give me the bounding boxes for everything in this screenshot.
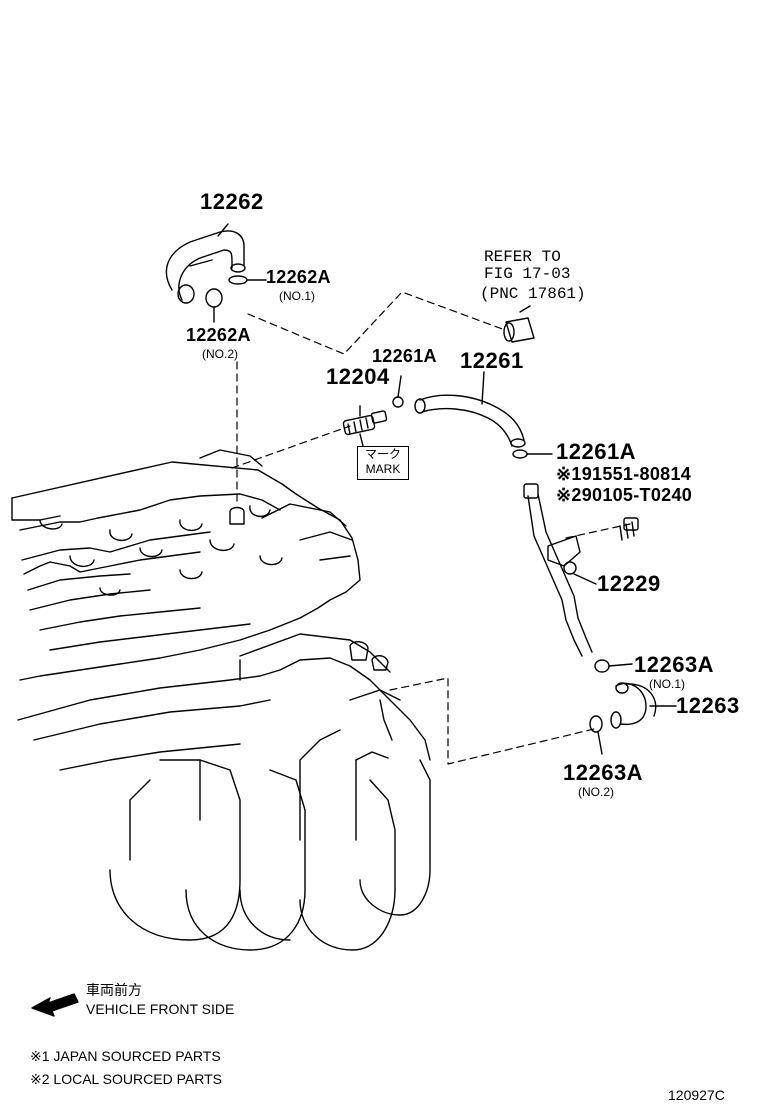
clip-12262A-no2 bbox=[205, 288, 223, 323]
figure-code: 120927C bbox=[668, 1087, 725, 1103]
vehicle-front-jp: 車両前方 bbox=[86, 982, 142, 998]
intake-manifold-illustration bbox=[17, 633, 431, 951]
vehicle-front-en: VEHICLE FRONT SIDE bbox=[86, 1001, 235, 1017]
clip-12262A-no1 bbox=[228, 275, 267, 285]
part-label-12261A-top: 12261A bbox=[372, 346, 437, 366]
part-sublabel-12262A-no1: (NO.1) bbox=[279, 289, 315, 303]
part-label-12261A-right: 12261A bbox=[556, 439, 637, 464]
hose-12262 bbox=[165, 230, 246, 304]
part-sublabel-12263A-no2: (NO.2) bbox=[578, 785, 614, 799]
engine-head-illustration bbox=[11, 449, 361, 681]
part-label-12229: 12229 bbox=[597, 571, 661, 596]
part-label-12263A-no1: 12263A bbox=[634, 652, 715, 677]
bolt bbox=[619, 517, 639, 541]
pipe-12229 bbox=[523, 483, 597, 657]
clip-12263A-no2 bbox=[589, 715, 603, 755]
mark-callout: マーク MARK bbox=[357, 446, 409, 480]
vehicle-front-arrow-icon bbox=[31, 993, 79, 1017]
hose-12263 bbox=[610, 682, 677, 729]
refer-pipe-end bbox=[503, 305, 535, 343]
part-label-12262A-no1: 12262A bbox=[266, 267, 331, 287]
part-sublabel-12262A-no2: (NO.2) bbox=[202, 347, 238, 361]
bolt-label-japan: ※191551-80814 bbox=[556, 464, 692, 484]
refer-line-3: (PNC 17861) bbox=[480, 285, 586, 303]
pcv-valve-12204 bbox=[342, 405, 388, 447]
hose-12261 bbox=[414, 371, 526, 448]
part-label-12263: 12263 bbox=[676, 693, 740, 718]
refer-line-1: REFER TO bbox=[484, 248, 561, 266]
clip-12263A-no1 bbox=[594, 659, 633, 673]
clip-12261A-right bbox=[512, 449, 553, 459]
refer-line-2: FIG 17-03 bbox=[484, 265, 571, 283]
part-sublabel-12263A-no1: (NO.1) bbox=[649, 677, 685, 691]
note-japan-sourced: ※1 JAPAN SOURCED PARTS bbox=[30, 1048, 221, 1064]
part-label-12262: 12262 bbox=[200, 189, 264, 214]
bolt-label-local: ※290105-T0240 bbox=[556, 485, 693, 505]
leader-12262 bbox=[217, 223, 229, 237]
part-label-12263A-no2: 12263A bbox=[563, 760, 644, 785]
note-local-sourced: ※2 LOCAL SOURCED PARTS bbox=[30, 1071, 222, 1087]
leader-lines bbox=[231, 291, 631, 765]
clip-12261A-top bbox=[392, 375, 404, 408]
part-label-12261: 12261 bbox=[460, 348, 524, 373]
mark-en: MARK bbox=[365, 462, 401, 476]
mark-jp: マーク bbox=[364, 447, 401, 461]
part-label-12204: 12204 bbox=[326, 364, 390, 389]
part-label-12262A-no2: 12262A bbox=[186, 325, 251, 345]
